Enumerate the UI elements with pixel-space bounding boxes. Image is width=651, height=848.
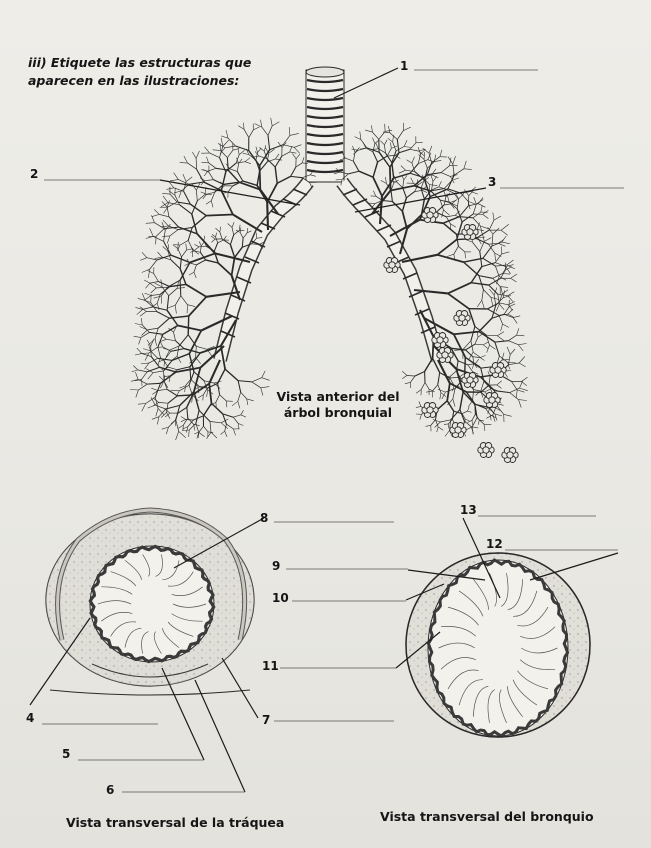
label-12: 12 (486, 537, 503, 551)
answer-lines (42, 69, 624, 793)
trachea (305, 66, 345, 183)
label-11: 11 (262, 659, 279, 673)
trachea-lumen (89, 545, 215, 663)
label-10: 10 (272, 591, 289, 605)
label-8: 8 (260, 511, 268, 525)
instruction-line-1: iii) Etiquete las estructuras que (28, 55, 252, 70)
trachea-mucosa (88, 544, 216, 664)
label-13: 13 (460, 503, 477, 517)
label-9: 9 (272, 559, 280, 573)
label-7: 7 (262, 713, 270, 727)
label-4: 4 (26, 711, 34, 725)
trachea-cross-section (45, 507, 255, 696)
instruction-line-2: aparecen en las ilustraciones: (28, 73, 240, 88)
caption-trachea-section: Vista transversal de la tráquea (66, 815, 285, 830)
label-2: 2 (30, 167, 38, 181)
caption-anterior-line-1: Vista anterior del (276, 389, 400, 404)
bronchus-lumen (427, 559, 569, 737)
bronchial-tree (129, 66, 528, 463)
caption-anterior-line-2: árbol bronquial (283, 405, 393, 420)
instruction-text: iii) Etiquete las estructuras que aparec… (28, 54, 258, 90)
label-3: 3 (488, 175, 496, 189)
caption-bronchus-section: Vista transversal del bronquio (380, 809, 594, 824)
bronchus-cross-section (405, 552, 591, 738)
label-numbers: 1 2 3 4 5 6 7 8 9 10 11 12 13 (26, 59, 503, 797)
label-1: 1 (400, 59, 408, 73)
caption-anterior-view: Vista anterior del árbol bronquial (268, 389, 408, 421)
bronchus-mucosa (426, 558, 570, 738)
label-5: 5 (62, 747, 70, 761)
leader-lines (29, 67, 619, 793)
label-6: 6 (106, 783, 114, 797)
